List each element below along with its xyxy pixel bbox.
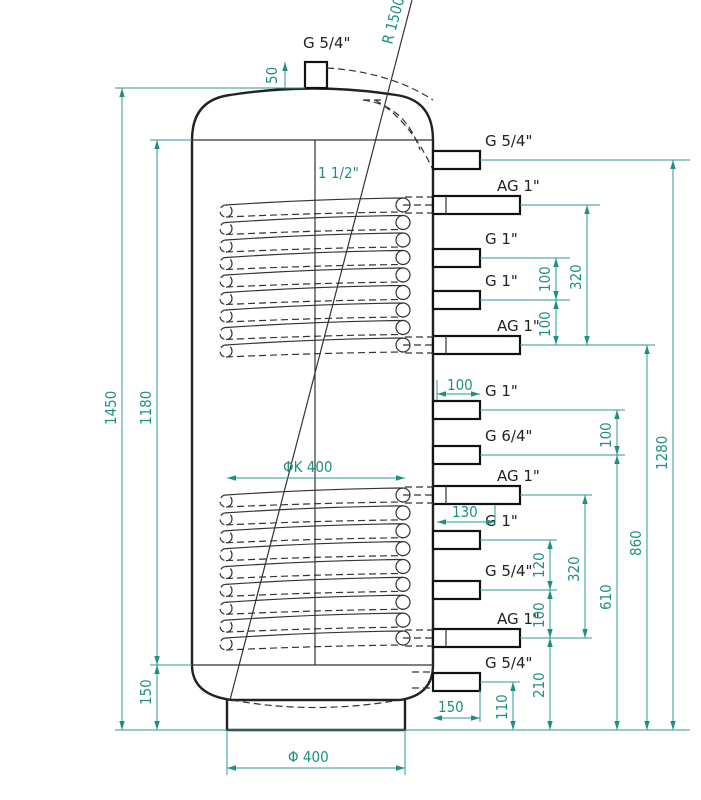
coil-turn xyxy=(219,214,411,236)
connection-label: G 1" xyxy=(485,272,518,290)
connection-g: G 1" xyxy=(431,272,518,311)
dim-100-a: 100 xyxy=(536,266,554,292)
connection-ag: AG 1" xyxy=(405,467,540,506)
connection-label: AG 1" xyxy=(497,177,540,195)
connection-g: G 5/4" xyxy=(431,132,532,171)
connection-g: G 1" xyxy=(431,230,518,269)
connection-label: G 5/4" xyxy=(485,132,532,150)
radius-label: R 1500 xyxy=(378,0,408,46)
connection-label: G 1" xyxy=(485,230,518,248)
dim-320-upper: 320 xyxy=(567,264,585,290)
dim-210: 210 xyxy=(530,672,548,698)
connection-g: G 5/4" xyxy=(431,654,532,693)
coil-turn xyxy=(219,594,411,615)
connection-g: G 6/4" xyxy=(431,427,532,466)
connection-label: G 5/4" xyxy=(485,654,532,672)
dim-150-left: 150 xyxy=(137,679,155,705)
top-connection xyxy=(303,60,329,90)
connection-label: AG 1" xyxy=(497,467,540,485)
top-connection-label: G 5/4" xyxy=(303,34,350,52)
coil-turn xyxy=(219,487,411,508)
dim-150-bottom: 150 xyxy=(438,698,464,716)
connection-g: G 1" xyxy=(431,512,518,551)
dim-100-c: 100 xyxy=(597,422,615,448)
dim-610: 610 xyxy=(597,584,615,610)
connection-label: G 5/4" xyxy=(485,562,532,580)
connection-label: G 1" xyxy=(485,512,518,530)
anode-label: 1 1/2" xyxy=(318,164,359,182)
dim-1180: 1180 xyxy=(137,391,155,425)
dim-50: 50 xyxy=(263,67,281,84)
coil-turn xyxy=(219,302,411,323)
side-connections: G 5/4" AG 1" G 1" G 1" AG 1" G 1" G 6/4" AG 1" G… xyxy=(405,132,540,693)
dim-100-b: 100 xyxy=(536,311,554,337)
coil-turn xyxy=(219,558,411,580)
coil-turn xyxy=(219,576,411,597)
connection-g: G 5/4" xyxy=(431,562,532,601)
base-diameter-label: Φ 400 xyxy=(288,748,329,766)
coil-turn xyxy=(219,319,411,341)
connection-label: G 1" xyxy=(485,382,518,400)
dim-1450: 1450 xyxy=(102,391,120,425)
radius-line xyxy=(229,0,413,701)
dim-860: 860 xyxy=(627,530,645,556)
coil-turn xyxy=(219,505,411,526)
dim-100-d: 100 xyxy=(530,602,548,628)
coil-turn xyxy=(219,612,411,633)
coil-turn xyxy=(219,267,411,288)
right-dimensions xyxy=(433,159,690,730)
dim-120: 120 xyxy=(530,552,548,578)
coil-turn xyxy=(219,197,411,218)
coil-turn xyxy=(219,284,411,306)
dim-100-nozzle: 100 xyxy=(447,376,473,394)
dim-130: 130 xyxy=(452,503,478,521)
anode-flange xyxy=(362,99,434,171)
dim-320-lower: 320 xyxy=(565,556,583,582)
coil-turn xyxy=(219,249,411,271)
dim-110: 110 xyxy=(493,694,511,720)
connection-label: AG 1" xyxy=(497,317,540,335)
connection-ag: AG 1" xyxy=(405,317,540,356)
coil-turn xyxy=(219,541,411,562)
heat-exchanger-coils xyxy=(219,197,433,651)
coil-turn xyxy=(219,232,411,253)
connection-g: G 1" xyxy=(431,382,518,421)
coil-turn xyxy=(219,523,411,544)
coil-diameter-label: ΦK 400 xyxy=(283,458,333,476)
connection-ag: AG 1" xyxy=(405,177,540,216)
connection-label: G 6/4" xyxy=(485,427,532,445)
connection-label: AG 1" xyxy=(497,610,540,628)
dim-1280: 1280 xyxy=(653,436,671,470)
connection-ag: AG 1" xyxy=(405,610,540,649)
base-skirt xyxy=(225,700,407,732)
